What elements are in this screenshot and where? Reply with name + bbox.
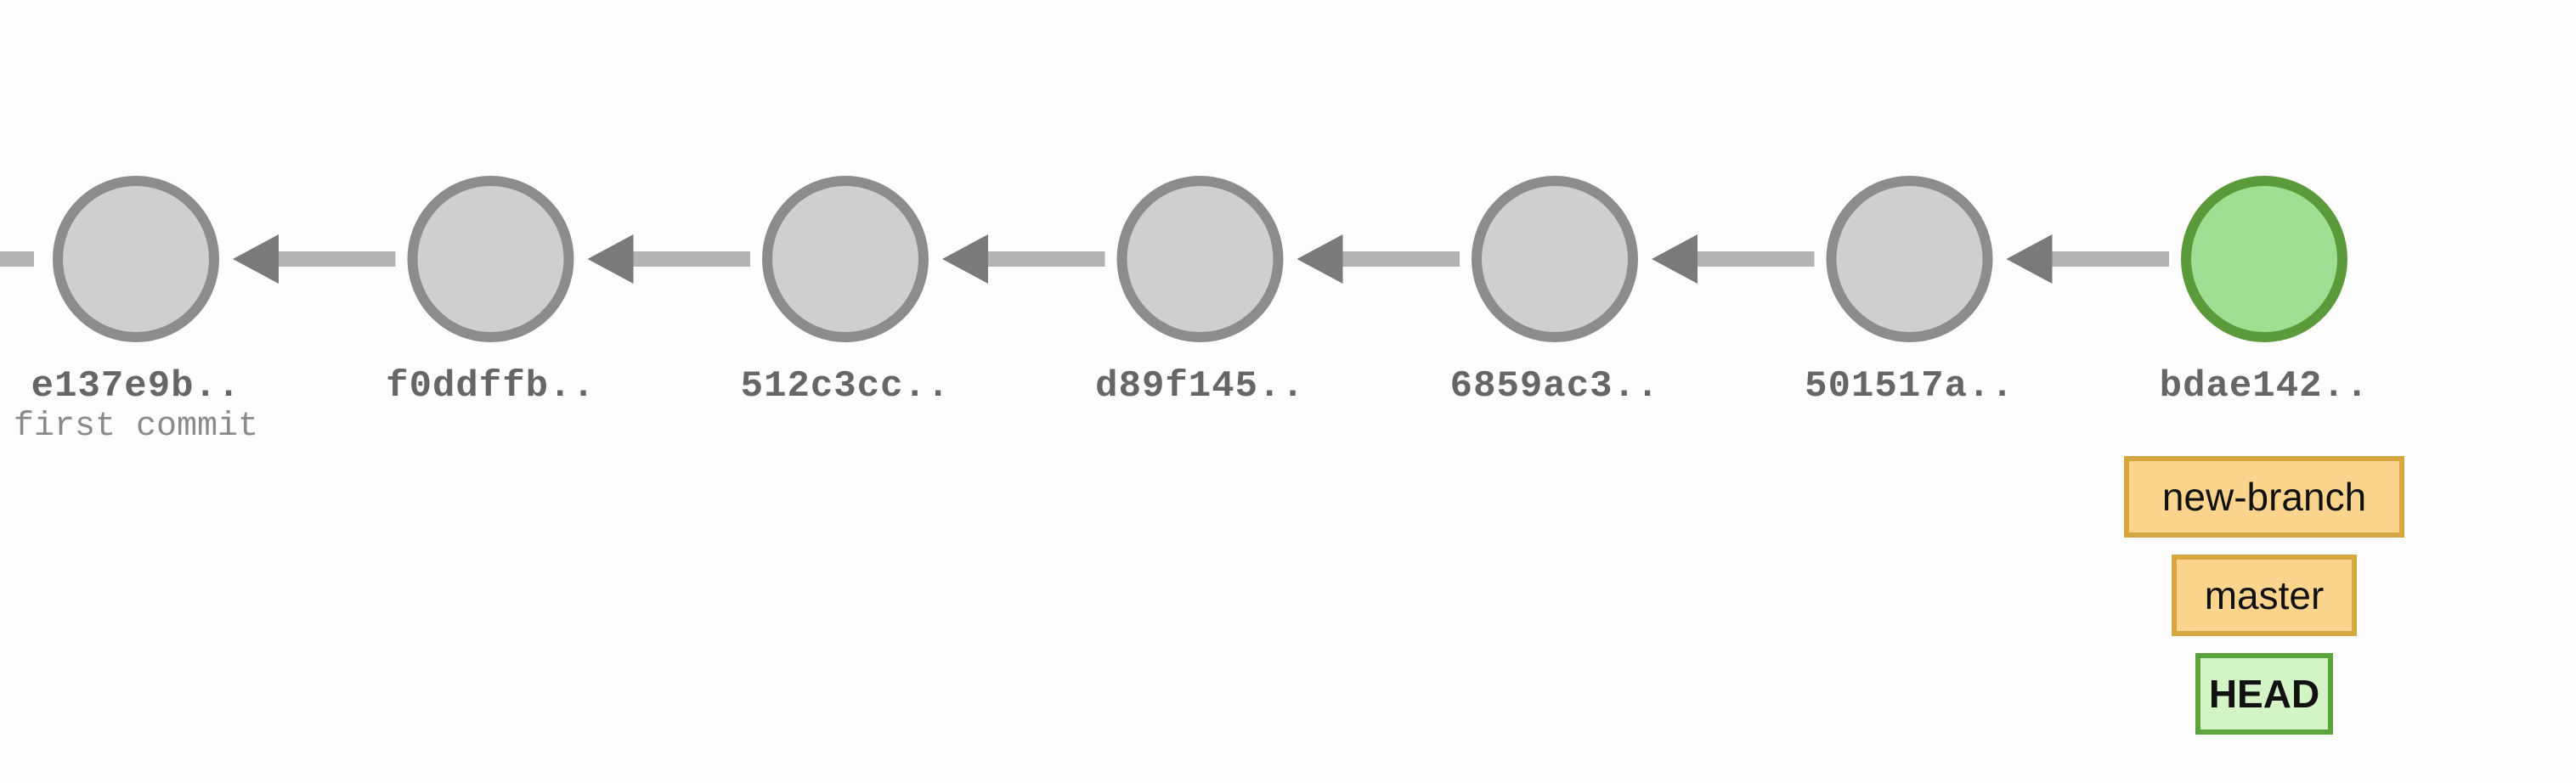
commit-node [1116,176,1284,342]
edge-shaft [1696,251,1815,267]
commit-node-current [2181,176,2347,342]
edge-arrowhead [233,234,279,284]
branch-ref-label: new-branch [2124,456,2404,538]
edge-arrowhead [587,234,634,284]
commit-hash-label: e137e9b.. [31,365,241,408]
edge-arrowhead [1652,234,1698,284]
commit-node [53,176,219,342]
commit-hash-label: bdae142.. [2160,365,2370,408]
edge-shaft [986,251,1105,267]
head-ref-label: HEAD [2195,653,2333,735]
commit-node [1826,176,1993,342]
commit-hash-label: 512c3cc.. [741,365,951,408]
commit-node [1472,176,1638,342]
edge-arrowhead [942,234,988,284]
edge-shaft [631,251,750,267]
edge-shaft [1341,251,1460,267]
edge-arrowhead [2006,234,2053,284]
edge-arrowhead [1296,234,1343,284]
commit-node [762,176,929,342]
edge-shaft [277,251,396,267]
commit-hash-label: 501517a.. [1805,365,2014,408]
commit-hash-label: 6859ac3.. [1450,365,1660,408]
commit-hash-label: d89f145.. [1095,365,1305,408]
commit-node [407,176,574,342]
edge-stub-left [0,251,34,267]
commit-message-label: first commit [14,408,258,446]
edge-shaft [2050,251,2169,267]
branch-ref-label: master [2172,555,2357,636]
commit-hash-label: f0ddffb.. [386,365,596,408]
